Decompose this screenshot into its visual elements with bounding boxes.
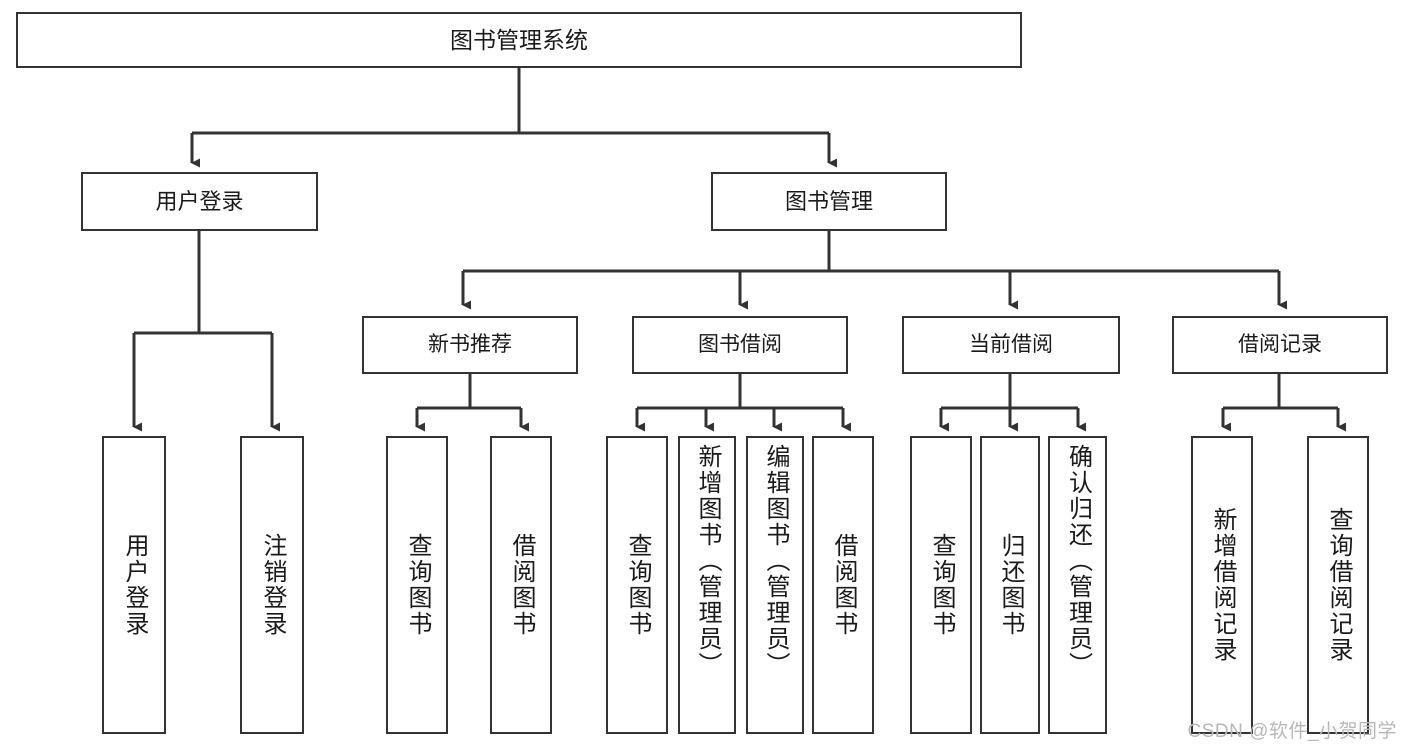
node-leaf-user-login[interactable]: 用户登录: [102, 436, 166, 734]
node-leaf-confirm-return-admin-label: 确认归还（管理员）: [1064, 444, 1092, 678]
node-current-borrow-label: 当前借阅: [969, 332, 1053, 356]
node-leaf-query-borrow-record-label: 查询借阅记录: [1325, 507, 1352, 663]
node-leaf-borrow-book-label: 借阅图书: [830, 533, 857, 637]
node-root-system[interactable]: 图书管理系统: [16, 12, 1022, 68]
node-book-management[interactable]: 图书管理: [711, 172, 947, 231]
watermark-text: CSDN @软件_小贺同学: [1187, 721, 1397, 742]
node-leaf-query-book-recommend[interactable]: 查询图书: [386, 436, 448, 734]
node-current-borrow[interactable]: 当前借阅: [902, 316, 1120, 374]
node-book-borrow[interactable]: 图书借阅: [632, 316, 848, 374]
node-leaf-logout[interactable]: 注销登录: [240, 436, 304, 734]
node-leaf-query-book-borrow-label: 查询图书: [624, 533, 651, 637]
node-leaf-add-borrow-record-label: 新增借阅记录: [1209, 507, 1236, 663]
node-leaf-borrow-book-recommend-label: 借阅图书: [508, 533, 535, 637]
node-leaf-edit-book-admin-label: 编辑图书（管理员）: [762, 444, 789, 678]
node-user-login[interactable]: 用户登录: [81, 172, 318, 231]
node-leaf-query-book-borrow[interactable]: 查询图书: [606, 436, 668, 734]
node-leaf-add-book-admin[interactable]: 新增图书（管理员）: [678, 436, 736, 734]
node-borrow-record-label: 借阅记录: [1238, 332, 1322, 356]
node-new-book-recommend[interactable]: 新书推荐: [362, 316, 578, 374]
node-leaf-return-book-label: 归还图书: [997, 533, 1024, 637]
node-leaf-return-book[interactable]: 归还图书: [980, 436, 1040, 734]
node-leaf-edit-book-admin[interactable]: 编辑图书（管理员）: [746, 436, 804, 734]
node-leaf-add-book-admin-label: 新增图书（管理员）: [694, 444, 721, 678]
node-new-book-recommend-label: 新书推荐: [428, 332, 512, 356]
node-leaf-query-borrow-record[interactable]: 查询借阅记录: [1307, 436, 1369, 734]
node-book-management-label: 图书管理: [784, 188, 873, 214]
node-borrow-record[interactable]: 借阅记录: [1172, 316, 1388, 374]
node-leaf-query-book-current-label: 查询图书: [928, 533, 955, 637]
node-leaf-query-book-recommend-label: 查询图书: [404, 533, 431, 637]
node-leaf-borrow-book[interactable]: 借阅图书: [812, 436, 874, 734]
node-leaf-add-borrow-record[interactable]: 新增借阅记录: [1191, 436, 1253, 734]
node-root-system-label: 图书管理系统: [450, 26, 588, 53]
node-leaf-confirm-return-admin[interactable]: 确认归还（管理员）: [1048, 436, 1107, 734]
node-user-login-label: 用户登录: [155, 188, 244, 214]
node-leaf-query-book-current[interactable]: 查询图书: [910, 436, 972, 734]
node-leaf-borrow-book-recommend[interactable]: 借阅图书: [490, 436, 552, 734]
node-leaf-logout-label: 注销登录: [259, 533, 286, 637]
node-book-borrow-label: 图书借阅: [698, 332, 782, 356]
node-leaf-user-login-label: 用户登录: [121, 533, 148, 637]
